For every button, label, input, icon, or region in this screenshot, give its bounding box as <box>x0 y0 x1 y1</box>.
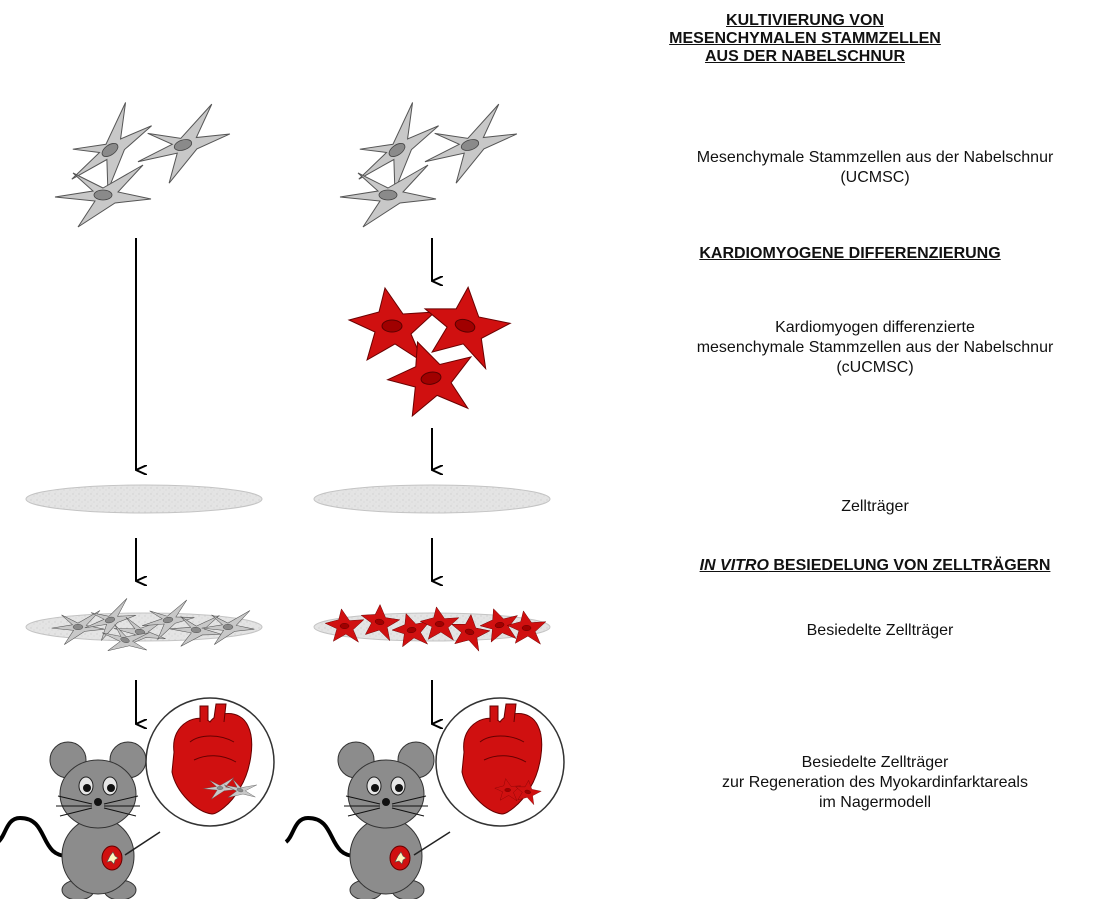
header-culture-line3: AUS DER NABELSCHNUR <box>704 48 905 65</box>
stem-cell <box>54 164 152 228</box>
stem-cell <box>339 164 437 228</box>
label-cucmsc: Kardiomyogen differenzierte mesenchymale… <box>640 318 1110 378</box>
scaffold-right <box>313 484 551 514</box>
header-differentiation: KARDIOMYOGENE DIFFERENZIERUNG <box>699 245 1001 262</box>
label-regeneration: Besiedelte Zellträger zur Regeneration d… <box>640 753 1110 813</box>
label-ucmsc-line2: (UCMSC) <box>840 169 910 186</box>
ucmsc-cells-group-left <box>52 97 240 228</box>
header-seeding-rest: BESIEDELUNG VON ZELLTRÄGERN <box>768 557 1051 574</box>
stem-cell <box>127 101 240 191</box>
label-cucmsc-line3: (cUCMSC) <box>836 359 914 376</box>
mouse-icon <box>0 740 148 899</box>
label-seeded: Besiedelte Zellträger <box>806 622 954 639</box>
scaffold-left <box>25 484 263 514</box>
header-culture-line2: MESENCHYMALEN STAMMZELLEN <box>669 30 941 47</box>
label-cucmsc-line1: Kardiomyogen differenzierte <box>775 319 975 336</box>
header-seeding: IN VITRO BESIEDELUNG VON ZELLTRÄGERN <box>640 556 1110 576</box>
mouse-model-left <box>0 697 275 899</box>
header-seeding-italic: IN VITRO <box>699 557 769 574</box>
label-regeneration-line3: im Nagermodell <box>818 794 932 811</box>
heart-inset-icon <box>145 697 275 827</box>
label-ucmsc-line1: Mesenchymale Stammzellen aus der Nabelsc… <box>696 149 1054 166</box>
mouse-model-right <box>284 697 565 899</box>
seeded-scaffold-left <box>25 596 263 664</box>
heart-inset-icon <box>435 697 565 827</box>
cucmsc-cells-group <box>348 277 517 422</box>
seeded-scaffold-right <box>313 600 551 653</box>
label-ucmsc: Mesenchymale Stammzellen aus der Nabelsc… <box>640 148 1110 188</box>
label-cucmsc-line2: mesenchymale Stammzellen aus der Nabelsc… <box>696 339 1054 356</box>
label-scaffold: Zellträger <box>841 498 909 515</box>
header-culture-line1: KULTIVIERUNG VON <box>726 12 884 29</box>
ucmsc-cells-group-right <box>339 97 527 228</box>
label-regeneration-line2: zur Regeneration des Myokardinfarktareal… <box>722 774 1028 791</box>
label-regeneration-line1: Besiedelte Zellträger <box>801 754 949 771</box>
stem-cell <box>414 101 527 191</box>
header-culture: KULTIVIERUNG VON MESENCHYMALEN STAMMZELL… <box>650 12 960 66</box>
mouse-icon <box>284 740 436 899</box>
